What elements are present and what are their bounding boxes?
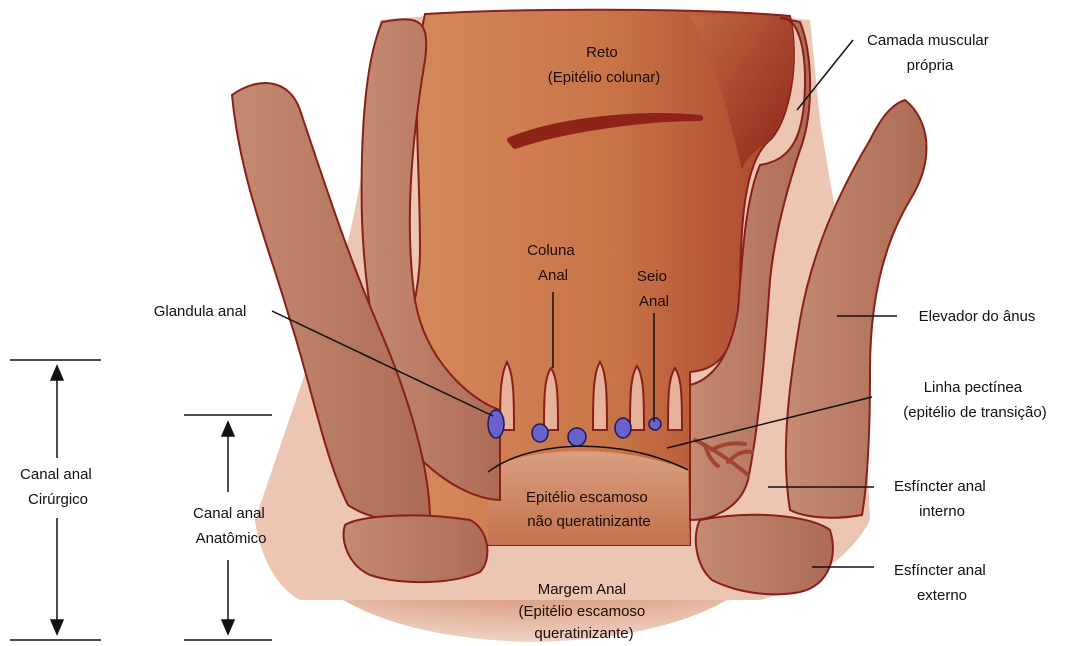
label-glandula-anal: Glandula anal — [154, 303, 247, 320]
label-linha-pectinea: Linha pectínea (epitélio de transição) — [903, 379, 1046, 421]
label-camada-muscular: Camada muscular própria — [867, 32, 993, 74]
label-esfincter-interno: Esfíncter anal interno — [894, 478, 990, 520]
left-external-sphincter — [344, 515, 488, 582]
label-esfincter-externo: Esfíncter anal externo — [894, 562, 990, 604]
label-elevador-anus: Elevador do ânus — [919, 308, 1036, 325]
label-margem-anal: Margem Anal (Epitélio escamoso queratini… — [519, 581, 650, 642]
label-canal-cirurgico: Canal anal Cirúrgico — [20, 466, 96, 508]
right-external-sphincter — [696, 515, 833, 595]
